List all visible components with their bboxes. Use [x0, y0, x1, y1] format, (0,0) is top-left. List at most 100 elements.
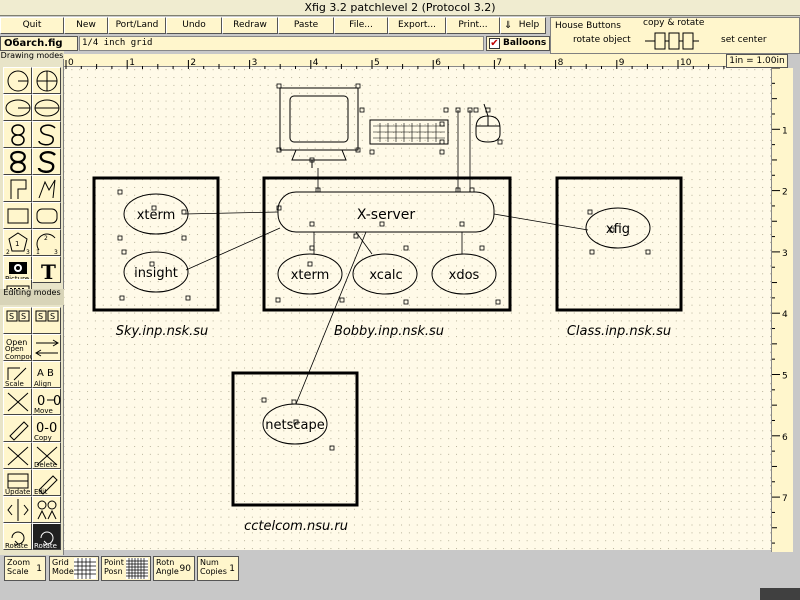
paste-button[interactable]: Paste [278, 17, 334, 34]
label-xcalc: xcalc [369, 268, 402, 283]
svg-text:1: 1 [15, 240, 19, 248]
edit-mode[interactable]: Edit [32, 469, 61, 496]
circle-radius-icon [7, 70, 29, 92]
window-title: Xfig 3.2 patchlevel 2 (Protocol 3.2) [0, 0, 800, 16]
label-netscape: netscape [265, 418, 324, 433]
balloons-toggle[interactable]: ✔ Balloons [486, 36, 550, 51]
update-icon [7, 473, 29, 489]
box-mode[interactable] [3, 202, 32, 229]
arc-box-mode[interactable] [32, 202, 61, 229]
zoom-scale-label: Zoom Scale [7, 558, 31, 576]
num-copies-value: 1 [229, 564, 235, 574]
help-label: Help [518, 20, 540, 30]
message-bar: 1/4 inch grid [79, 36, 484, 51]
svg-text:2: 2 [44, 235, 48, 242]
process-xterm-bobby[interactable] [277, 253, 343, 295]
drawing-canvas[interactable]: xterm insight X-server xterm xcalc xdos … [64, 54, 771, 550]
delete-point-mode[interactable] [3, 442, 32, 469]
ruler-label: 5 [782, 372, 788, 382]
closed-interp-spline-mode[interactable] [3, 148, 32, 175]
process-insight[interactable] [123, 251, 189, 293]
host-box-class[interactable] [555, 176, 683, 312]
rotate-cw-mode[interactable]: Rotate [32, 523, 61, 550]
delete-icon [36, 446, 58, 466]
update-mode-label: Update [5, 488, 31, 496]
polyline-icon [10, 179, 27, 199]
grid-mode-indicator[interactable]: Grid Mode [49, 556, 99, 581]
monitor-icon[interactable] [279, 87, 359, 168]
port-land-button[interactable]: Port/Land [108, 17, 166, 34]
rotate-ccw-icon [11, 531, 25, 547]
zoom-scale-indicator[interactable]: Zoom Scale 1 [4, 556, 46, 581]
flip-vertical-icon [7, 499, 29, 521]
rotation-angle-indicator[interactable]: Rotn Angle 90 [153, 556, 195, 581]
point-position-indicator[interactable]: Point Posn [101, 556, 151, 581]
move-mode-label: Move [34, 407, 53, 415]
process-netscape[interactable] [262, 403, 328, 445]
polygon-mode[interactable] [32, 175, 61, 202]
mouse-icon[interactable] [475, 103, 501, 143]
circle-radius-mode[interactable] [3, 67, 32, 94]
closed-spline-mode[interactable] [3, 121, 32, 148]
scale-mode-label: Scale [5, 380, 24, 388]
circle-diameter-mode[interactable] [32, 67, 61, 94]
host-box-sky[interactable] [92, 176, 220, 312]
arrow-icon [35, 339, 59, 357]
keyboard-icon[interactable] [369, 119, 449, 145]
process-xcalc[interactable] [352, 253, 418, 295]
house-buttons-title: House Buttons [555, 21, 621, 31]
ellipse-diameter-mode[interactable] [32, 94, 61, 121]
align-mode-label: Align [34, 380, 52, 388]
ellipse-radius-icon [5, 99, 31, 117]
undo-button[interactable]: Undo [166, 17, 222, 34]
label-xfig: xfig [606, 222, 630, 237]
process-xfig[interactable] [585, 207, 651, 249]
scale-mode[interactable]: Scale [3, 361, 32, 388]
label-host-sky: Sky.inp.nsk.su [116, 324, 209, 339]
new-button[interactable]: New [64, 17, 108, 34]
file-button[interactable]: File... [334, 17, 388, 34]
export-button[interactable]: Export... [388, 17, 446, 34]
help-button[interactable]: ⇓ Help [500, 17, 546, 34]
delete-mode[interactable]: Delete [32, 442, 61, 469]
rotate-ccw-mode[interactable]: Rotate [3, 523, 32, 550]
host-box-bobby[interactable] [262, 176, 512, 312]
arrow-mode[interactable] [32, 334, 61, 361]
ruler-label: 6 [782, 433, 788, 443]
selection-markers [117, 83, 651, 451]
quit-button[interactable]: Quit [0, 17, 64, 34]
process-xdos[interactable] [431, 253, 497, 295]
host-box-cctelcom[interactable] [231, 371, 359, 507]
ellipse-radius-mode[interactable] [3, 94, 32, 121]
units-indicator[interactable]: 1in = 1.00in [726, 54, 788, 68]
flip-vertical-mode[interactable] [3, 496, 32, 523]
ruler-label: 8 [558, 58, 564, 68]
scale-icon [7, 367, 27, 381]
svg-text:0: 0 [37, 394, 45, 409]
text-mode[interactable]: T [32, 256, 61, 283]
ruler-label: 2 [782, 188, 788, 198]
open-spline-mode[interactable] [32, 121, 61, 148]
update-mode[interactable]: Update [3, 469, 32, 496]
move-point-mode[interactable] [3, 415, 32, 442]
num-copies-indicator[interactable]: Num Copies 1 [197, 556, 239, 581]
open-interp-spline-mode[interactable] [32, 148, 61, 175]
add-point-mode[interactable] [3, 388, 32, 415]
polyline-mode[interactable] [3, 175, 32, 202]
svg-text:S: S [21, 312, 26, 321]
house-buttons-icon[interactable] [645, 30, 699, 52]
flip-horizontal-mode[interactable] [32, 496, 61, 523]
picture-icon [9, 262, 27, 274]
redraw-button[interactable]: Redraw [222, 17, 278, 34]
print-button[interactable]: Print... [446, 17, 500, 34]
